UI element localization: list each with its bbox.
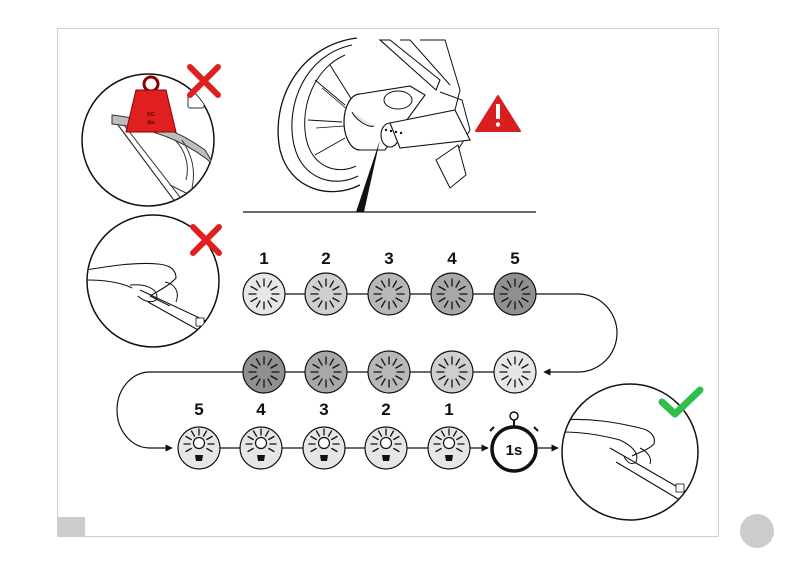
step-number: 1 bbox=[259, 249, 268, 268]
indicator-light bbox=[368, 351, 410, 393]
warning-triangle-icon bbox=[476, 96, 520, 131]
step-number: 5 bbox=[510, 249, 519, 268]
hand-released-illustration bbox=[562, 384, 700, 520]
indicator-light bbox=[305, 351, 347, 393]
weight-label-lbs: lbs bbox=[147, 120, 154, 126]
light-bulb-icon bbox=[365, 427, 407, 469]
weight-label-kg: KG bbox=[147, 112, 155, 118]
indicator-light bbox=[368, 273, 410, 315]
indicator-light bbox=[431, 273, 473, 315]
step-number: 3 bbox=[319, 400, 328, 419]
forbidden-x-icon bbox=[190, 67, 218, 95]
steps-bottom-labels: 5 4 3 2 1 bbox=[194, 400, 453, 419]
steps-top-labels: 1 2 3 4 5 bbox=[259, 249, 519, 268]
indicator-light bbox=[494, 351, 536, 393]
indicator-light bbox=[305, 273, 347, 315]
indicator-light bbox=[431, 351, 473, 393]
step-number: 1 bbox=[444, 400, 453, 419]
indicator-light bbox=[243, 273, 285, 315]
step-number: 4 bbox=[256, 400, 266, 419]
weight-on-bar-illustration: KG lbs bbox=[82, 74, 214, 215]
stopwatch-icon: 1s bbox=[490, 412, 538, 471]
light-bulb-icon bbox=[178, 427, 220, 469]
step-number: 5 bbox=[194, 400, 203, 419]
step-number: 2 bbox=[381, 400, 390, 419]
step-number: 2 bbox=[321, 249, 330, 268]
light-bulb-icon bbox=[428, 427, 470, 469]
step-number: 3 bbox=[384, 249, 393, 268]
indicator-light bbox=[494, 273, 536, 315]
light-bulb-icon bbox=[240, 427, 282, 469]
step-number: 4 bbox=[447, 249, 457, 268]
timer-label: 1s bbox=[506, 442, 523, 459]
light-bulb-icon bbox=[303, 427, 345, 469]
indicator-light bbox=[243, 351, 285, 393]
